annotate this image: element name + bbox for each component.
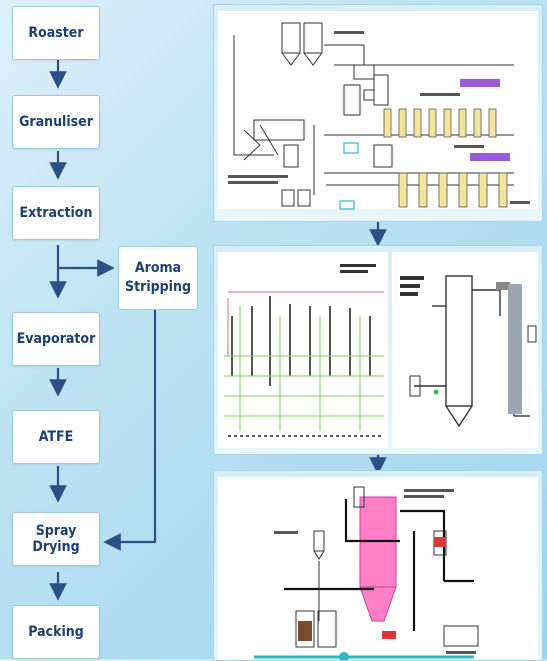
spray-drying-schematic-drawing xyxy=(214,471,542,660)
panel-extraction-schematic xyxy=(213,4,543,222)
step-evaporator: Evaporator xyxy=(12,312,100,366)
arrow-aroma-spray xyxy=(112,310,155,542)
panel-evaporator-schematic xyxy=(213,245,543,455)
step-spray-drying: Spray Drying xyxy=(12,512,100,566)
step-extraction: Extraction xyxy=(12,186,100,240)
step-packing: Packing xyxy=(12,605,100,659)
panel-spray-drying-schematic xyxy=(213,470,543,661)
evaporator-schematic-drawing xyxy=(214,246,542,454)
extraction-schematic-drawing xyxy=(214,5,542,221)
step-atfe: ATFE xyxy=(12,410,100,464)
step-granuliser: Granuliser xyxy=(12,95,100,149)
spray-tower xyxy=(360,497,396,621)
step-aroma-stripping: Aroma Stripping xyxy=(118,246,198,310)
step-roaster: Roaster xyxy=(12,6,100,60)
